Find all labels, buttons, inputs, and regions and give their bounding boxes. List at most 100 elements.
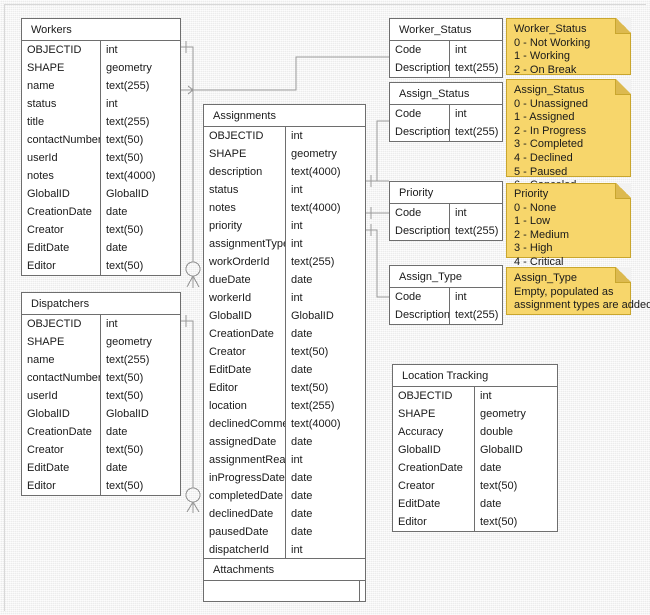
column-type: geometry [106, 336, 152, 348]
column-name: Description [390, 222, 450, 240]
column-type: date [106, 426, 128, 438]
diagram-frame [4, 4, 646, 611]
note-fold-icon [615, 267, 631, 283]
column-type: GlobalID [291, 310, 334, 322]
column-type: text(4000) [291, 418, 341, 430]
column-type: int [106, 98, 118, 110]
column-type: int [291, 544, 303, 556]
column-name: Creator [22, 221, 101, 239]
column-name: userId [22, 387, 101, 405]
column-name: CreationDate [204, 325, 286, 343]
column-name: title [22, 113, 101, 131]
column-type: date [291, 328, 313, 340]
entity-row [204, 581, 365, 601]
column-type: GlobalID [106, 408, 149, 420]
entity-title: Assign_Status [390, 83, 502, 105]
column-type: text(4000) [106, 170, 156, 182]
column-name: priority [204, 217, 286, 235]
column-name: Editor [22, 257, 101, 275]
entity-title: Assignments [204, 105, 365, 127]
column-type: text(50) [106, 372, 144, 384]
column-name: GlobalID [393, 441, 475, 459]
entity-attachments[interactable]: Attachments [203, 558, 366, 602]
column-name: EditDate [22, 239, 101, 257]
column-name: Accuracy [393, 423, 475, 441]
column-name: SHAPE [22, 59, 101, 77]
note-line: 2 - Medium [514, 228, 570, 241]
note-line: 4 - Critical [514, 255, 564, 268]
column-type: text(50) [106, 390, 144, 402]
note-title: Worker_Status [514, 23, 587, 35]
note-line: 4 - Declined [514, 151, 573, 164]
column-name: declinedComment [204, 415, 286, 433]
column-type: date [291, 436, 313, 448]
column-type: text(255) [455, 62, 499, 74]
note-fold-icon [615, 183, 631, 199]
column-name: location [204, 397, 286, 415]
column-name: Creator [393, 477, 475, 495]
column-name: Code [390, 105, 450, 123]
column-name: SHAPE [22, 333, 101, 351]
column-type: GlobalID [480, 444, 523, 456]
column-name: GlobalID [22, 405, 101, 423]
note-title: Assign_Status [514, 84, 585, 96]
column-name: userId [22, 149, 101, 167]
note-line: 1 - Working [514, 50, 571, 63]
note-line: 0 - Not Working [514, 36, 591, 49]
note-line: 1 - Low [514, 215, 551, 228]
entity-row: SHAPE geometry [22, 59, 180, 77]
column-type: int [106, 44, 118, 56]
column-type: geometry [106, 62, 152, 74]
note-line: 3 - Completed [514, 138, 584, 151]
column-name: notes [204, 199, 286, 217]
entity-columns [204, 581, 365, 601]
column-name: contactNumber [22, 369, 101, 387]
column-type: int [480, 390, 492, 402]
column-type: date [291, 490, 313, 502]
entity-row: name text(255) [22, 351, 180, 369]
column-type: text(255) [106, 354, 150, 366]
column-type: text(4000) [291, 166, 341, 178]
note-fold-icon [615, 18, 631, 34]
column-name: OBJECTID [204, 127, 286, 145]
column-type: date [291, 508, 313, 520]
column-type: int [291, 184, 303, 196]
column-name: Editor [393, 513, 475, 531]
column-type: date [291, 364, 313, 376]
note-line: 3 - High [514, 242, 553, 255]
column-name: name [22, 351, 101, 369]
